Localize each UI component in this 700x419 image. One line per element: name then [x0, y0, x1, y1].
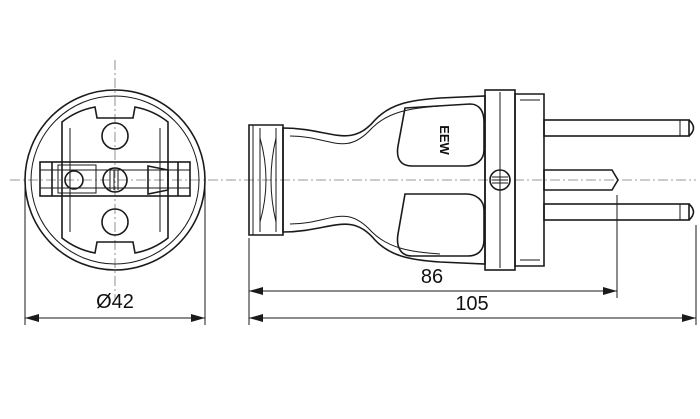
pin-top	[543, 119, 690, 137]
front-view	[24, 89, 206, 271]
center-screw-icon	[102, 167, 128, 193]
nut-curve-left	[259, 137, 267, 223]
clip-screw-icon	[64, 170, 84, 190]
brand-logo: EEW	[437, 125, 452, 155]
earth-clip-side	[543, 169, 619, 191]
diameter-label: Ø42	[96, 291, 134, 313]
grip-contour-top	[289, 105, 441, 145]
pin-hole-top	[101, 122, 129, 150]
arrow-left-icon	[25, 314, 39, 322]
length-86-label: 86	[421, 266, 443, 288]
nut-curve-right	[270, 137, 277, 223]
diameter-dimension: Ø42	[24, 185, 206, 325]
cable-nut	[248, 124, 284, 236]
socket-recess	[61, 106, 169, 254]
recess-inner-walls	[69, 128, 161, 232]
arrow-86-right-icon	[603, 287, 617, 295]
grip-contour-bottom	[289, 215, 441, 255]
logo-window	[396, 103, 485, 167]
clip-right-wedge	[147, 165, 169, 195]
grip-window-lower	[396, 193, 485, 257]
earthing-clip-bar	[39, 161, 191, 197]
centerlines	[10, 60, 696, 300]
plug-face	[514, 93, 545, 267]
pin-tips	[688, 119, 695, 221]
length-dimensions: 86 105	[248, 195, 697, 325]
side-view: EEW	[248, 89, 695, 271]
outer-rim-inner-edge	[30, 95, 200, 265]
pin-hole-bottom	[101, 208, 129, 236]
arrow-105-left-icon	[249, 314, 263, 322]
nut-ribs	[252, 125, 277, 235]
arrow-right-icon	[191, 314, 205, 322]
arrow-86-left-icon	[249, 287, 263, 295]
clip-tabs	[51, 162, 179, 196]
outer-rim	[24, 89, 206, 271]
face-edges	[520, 99, 540, 261]
arrow-105-right-icon	[682, 314, 696, 322]
clip-block	[57, 164, 97, 194]
length-105-label: 105	[455, 293, 488, 315]
